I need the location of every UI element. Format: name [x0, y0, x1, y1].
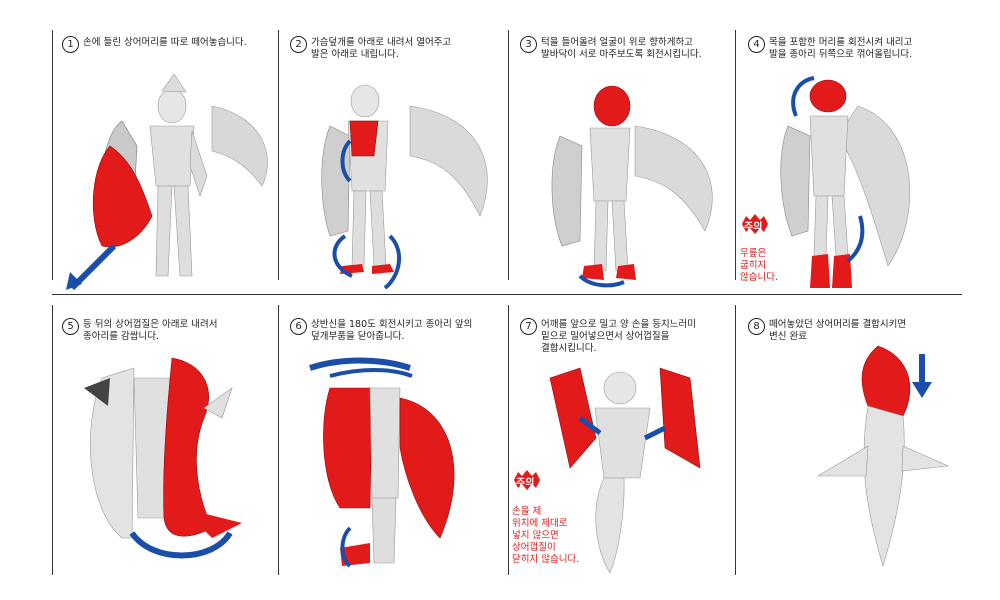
step-5: 5 등 뒤의 상어껍질은 아래로 내려서 종아리를 감쌉니다. [62, 318, 277, 578]
step-instruction: 턱을 들어올려 얼굴이 위로 향하게하고 발바닥이 서로 마주보도록 회전시킵니… [541, 37, 702, 60]
row-divider [52, 294, 962, 295]
column-divider [278, 305, 279, 575]
warning-badge-label: 주의 [744, 222, 763, 233]
column-divider [278, 30, 279, 280]
step-header: 8 떼어놓았던 상어머리를 결합시키면 변신 완료 [748, 318, 906, 343]
step-number: 4 [748, 36, 765, 53]
step-number: 8 [748, 318, 765, 335]
warning-badge [514, 470, 540, 490]
column-divider [735, 305, 736, 575]
step-6: 6 상반신을 180도 회전시키고 종아리 앞의 덮개부품을 닫아줍니다. [290, 318, 505, 578]
step-instruction: 등 뒤의 상어껍질은 아래로 내려서 종아리를 감쌉니다. [83, 319, 218, 342]
step-instruction: 상반신을 180도 회전시키고 종아리 앞의 덮개부품을 닫아줍니다. [311, 319, 473, 342]
step-header: 2 가슴덮개를 아래로 내려서 열어주고 발은 아래로 내립니다. [290, 36, 451, 61]
step-1: 1 손에 들린 상어머리를 따로 떼어놓습니다. [62, 36, 277, 291]
warning-text: 무릎은 굽히지 않습니다. [740, 248, 778, 283]
step-3: 3 턱을 들어올려 얼굴이 위로 향하게하고 발바닥이 서로 마주보도록 회전시… [520, 36, 735, 291]
robot-figure [551, 85, 713, 288]
step-header: 5 등 뒤의 상어껍질은 아래로 내려서 종아리를 감쌉니다. [62, 318, 217, 343]
warning-badge [742, 214, 768, 234]
step-instruction: 떼어놓았던 상어머리를 결합시키면 변신 완료 [769, 319, 907, 342]
step-number: 1 [62, 36, 79, 53]
column-divider [508, 305, 509, 575]
column-divider [735, 30, 736, 280]
column-divider [52, 305, 53, 575]
robot-figure [549, 367, 701, 574]
step-header: 4 목을 포함한 머리를 회전시켜 내리고 발을 종아리 뒤쪽으로 꺾어올립니다… [748, 36, 912, 61]
step-number: 7 [520, 318, 537, 335]
step-number: 2 [290, 36, 307, 53]
warning-badge-label: 주의 [516, 478, 535, 489]
robot-figure [780, 76, 911, 288]
step-instruction: 손에 들린 상어머리를 따로 떼어놓습니다. [83, 37, 247, 48]
robot-figure [321, 84, 488, 290]
arrow-down-icon [912, 382, 932, 398]
step-header: 3 턱을 들어올려 얼굴이 위로 향하게하고 발바닥이 서로 마주보도록 회전시… [520, 36, 702, 61]
step-header: 6 상반신을 180도 회전시키고 종아리 앞의 덮개부품을 닫아줍니다. [290, 318, 472, 343]
column-divider [508, 30, 509, 280]
step-header: 1 손에 들린 상어머리를 따로 떼어놓습니다. [62, 36, 247, 53]
step-instruction: 가슴덮개를 아래로 내려서 열어주고 발은 아래로 내립니다. [311, 37, 452, 60]
column-divider [52, 30, 53, 280]
step-instruction: 목을 포함한 머리를 회전시켜 내리고 발을 종아리 뒤쪽으로 꺾어올립니다. [769, 37, 913, 60]
step-8: 8 떼어놓았던 상어머리를 결합시키면 변신 완료 [748, 318, 963, 578]
step-2: 2 가슴덮개를 아래로 내려서 열어주고 발은 아래로 내립니다. [290, 36, 505, 291]
step-header: 7 어깨를 앞으로 밀고 양 손을 등지느러미 밑으로 밀어넣으면서 상어껍질을… [520, 318, 696, 355]
step-instruction: 어깨를 앞으로 밀고 양 손을 등지느러미 밑으로 밀어넣으면서 상어껍질을 결… [541, 319, 696, 354]
step-4: 4 목을 포함한 머리를 회전시켜 내리고 발을 종아리 뒤쪽으로 꺾어올립니다… [740, 36, 963, 291]
warning-text: 손을 제 위치에 제대로 넣지 않으면 상어껍질이 닫히지 않습니다. [512, 506, 580, 565]
step-number: 6 [290, 318, 307, 335]
step-number: 3 [520, 36, 537, 53]
robot-figure [66, 73, 268, 291]
robot-figure [309, 357, 455, 568]
robot-figure [84, 357, 242, 559]
step-7: 7 어깨를 앞으로 밀고 양 손을 등지느러미 밑으로 밀어넣으면서 상어껍질을… [512, 318, 735, 578]
shark-figure [816, 345, 950, 568]
step-number: 5 [62, 318, 79, 335]
